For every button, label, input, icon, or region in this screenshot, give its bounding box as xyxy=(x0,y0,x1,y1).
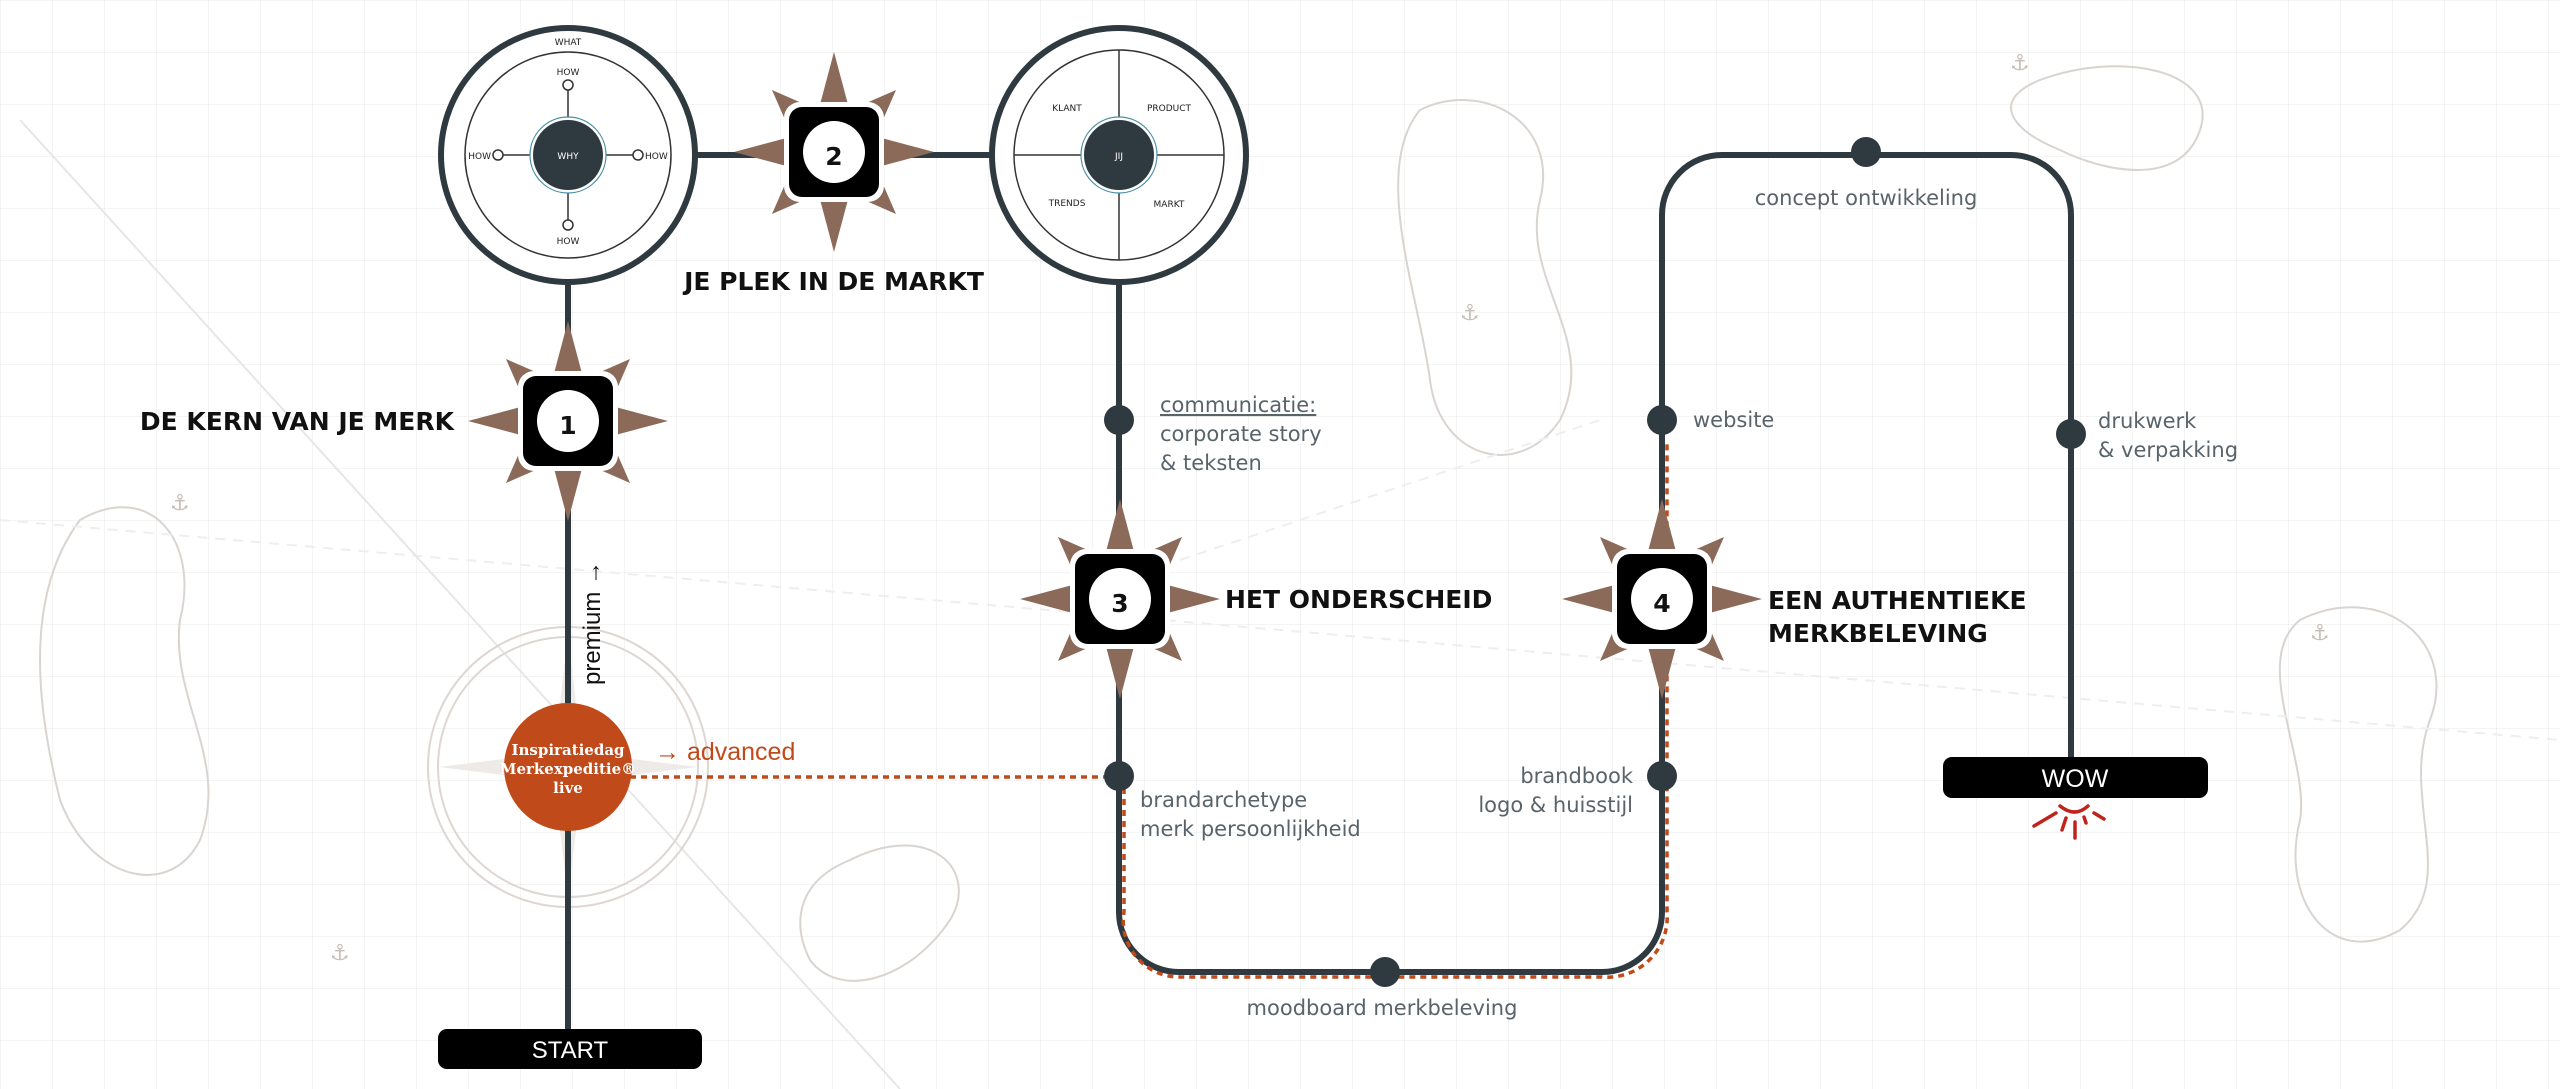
brandarchetype-line2: merk persoonlijkheid xyxy=(1140,817,1361,841)
quadrant-product: PRODUCT xyxy=(1147,104,1192,114)
step-3-marker[interactable]: 3 xyxy=(1020,499,1220,699)
drukwerk-line1: drukwerk xyxy=(2098,409,2197,433)
start-button[interactable]: START xyxy=(438,1029,702,1069)
step-number: 4 xyxy=(1653,589,1670,618)
node-brandarchetype[interactable] xyxy=(1104,761,1134,791)
event-line3: live xyxy=(553,779,583,797)
market-circle-diagram: JIJ KLANT PRODUCT TRENDS MARKT xyxy=(989,25,1249,285)
node-concept[interactable] xyxy=(1851,137,1881,167)
website-label: website xyxy=(1693,408,1774,432)
step-number: 1 xyxy=(559,411,576,440)
map-decoration xyxy=(0,65,2560,1089)
what-label: WHAT xyxy=(555,38,582,48)
wow-label: WOW xyxy=(2042,765,2109,793)
golden-circle-diagram: WHY WHAT HOW HOW HOW HOW xyxy=(438,25,698,285)
anchor-icon: ⚓ xyxy=(2310,620,2330,645)
how-label-bottom: HOW xyxy=(557,237,580,247)
quadrant-markt: MARKT xyxy=(1154,200,1185,210)
communicatie-title: communicatie: xyxy=(1160,393,1316,417)
event-line2: Merkexpeditie® xyxy=(500,760,636,778)
step-3-title: HET ONDERSCHEID xyxy=(1225,585,1492,614)
wow-burst-icon xyxy=(2032,804,2106,840)
concept-label: concept ontwikkeling xyxy=(1755,186,1978,210)
drukwerk-line2: & verpakking xyxy=(2098,438,2238,462)
step-number: 3 xyxy=(1111,589,1128,618)
anchor-icon: ⚓ xyxy=(170,490,190,515)
step-2-title: JE PLEK IN DE MARKT xyxy=(682,267,984,296)
moodboard-label: moodboard merkbeleving xyxy=(1247,996,1518,1020)
step-4-marker[interactable]: 4 xyxy=(1562,499,1762,699)
advanced-route xyxy=(630,440,1669,979)
anchor-icons: ⚓ ⚓ ⚓ ⚓ ⚓ xyxy=(170,50,2330,965)
step-1-marker[interactable]: 1 xyxy=(468,321,668,521)
inspiratiedag-event[interactable]: Inspiratiedag Merkexpeditie® live xyxy=(500,703,636,831)
why-label: WHY xyxy=(557,152,579,162)
event-line1: Inspiratiedag xyxy=(511,741,625,759)
premium-route-label: premium → xyxy=(579,561,606,685)
how-label-right: HOW xyxy=(645,152,668,162)
communicatie-line3: & teksten xyxy=(1160,451,1262,475)
node-communicatie[interactable] xyxy=(1104,405,1134,435)
step-4-title-line2: MERKBELEVING xyxy=(1768,619,1988,648)
quadrant-trends: TRENDS xyxy=(1048,199,1086,209)
step-1-title: DE KERN VAN JE MERK xyxy=(140,407,456,436)
step-2-marker[interactable]: 2 xyxy=(734,52,934,252)
node-website[interactable] xyxy=(1647,405,1677,435)
how-label-left: HOW xyxy=(468,152,491,162)
brandarchetype-line1: brandarchetype xyxy=(1140,788,1307,812)
quadrant-klant: KLANT xyxy=(1052,104,1082,114)
advanced-route-label: → advanced xyxy=(655,738,795,766)
node-drukwerk[interactable] xyxy=(2056,419,2086,449)
milestone-nodes xyxy=(1104,137,2086,987)
step-4-title-line1: EEN AUTHENTIEKE xyxy=(1768,586,2027,615)
brandbook-line2: logo & huisstijl xyxy=(1478,793,1633,817)
anchor-icon: ⚓ xyxy=(1460,300,1480,325)
step-number: 2 xyxy=(825,142,842,171)
jij-label: JIJ xyxy=(1114,152,1123,162)
node-moodboard[interactable] xyxy=(1370,957,1400,987)
node-brandbook[interactable] xyxy=(1647,761,1677,791)
wow-button[interactable]: WOW xyxy=(1943,757,2208,798)
how-label-top: HOW xyxy=(557,68,580,78)
start-label: START xyxy=(532,1037,609,1064)
anchor-icon: ⚓ xyxy=(2010,50,2030,75)
brandbook-line1: brandbook xyxy=(1520,764,1633,788)
anchor-icon: ⚓ xyxy=(330,940,350,965)
communicatie-line2: corporate story xyxy=(1160,422,1322,446)
